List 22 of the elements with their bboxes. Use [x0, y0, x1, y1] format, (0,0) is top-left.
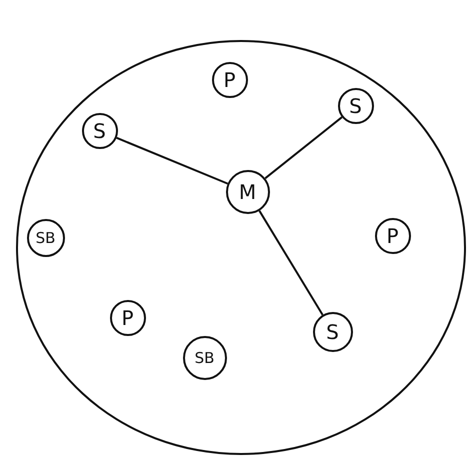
connector-line: [116, 136, 228, 185]
node-label: S: [326, 320, 339, 344]
node-label: SB: [194, 348, 214, 366]
connector-line: [264, 116, 343, 180]
node-circle: [26, 218, 64, 256]
connector-line: [258, 210, 324, 316]
node-circle: [110, 300, 146, 336]
node-circle: [312, 312, 352, 352]
node-circle: [374, 218, 410, 254]
node-circle: [226, 170, 270, 214]
node-circle: [338, 88, 374, 124]
node-label: S: [93, 118, 106, 142]
node-label: S: [349, 94, 362, 118]
node-label: SB: [36, 228, 56, 246]
node-label: P: [121, 306, 134, 330]
node-label: P: [223, 68, 236, 92]
node-circle: [212, 62, 248, 98]
node-circle: [82, 112, 118, 148]
group-circle: [16, 40, 466, 455]
node-circle: [182, 336, 226, 380]
node-label: P: [386, 224, 399, 248]
node-label: M: [238, 180, 256, 204]
